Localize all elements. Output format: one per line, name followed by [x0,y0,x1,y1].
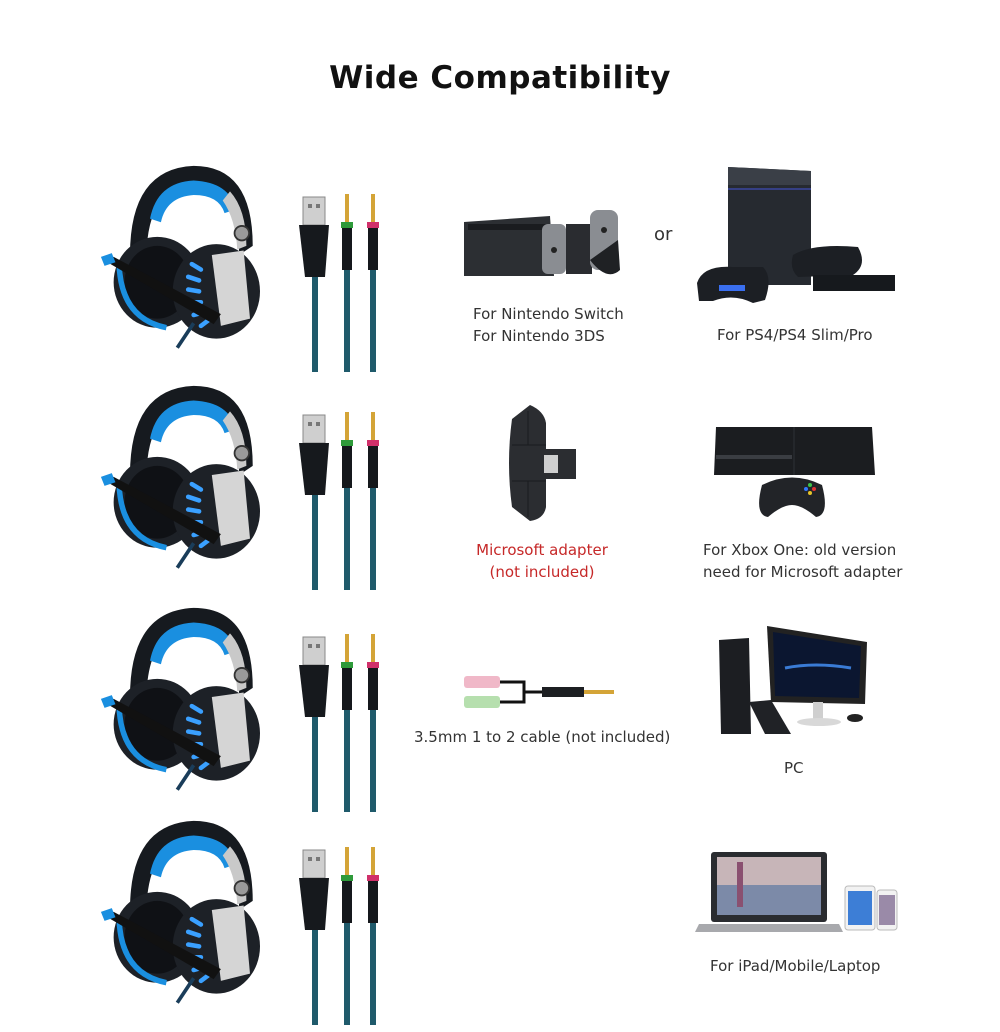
page-title: Wide Compatibility [329,60,671,96]
caption-line: For iPad/Mobile/Laptop [710,957,881,975]
splitter-cable-icon [464,676,614,708]
caption-line: PC [784,759,804,777]
usb-and-3.5mm-plugs-icon [298,846,380,1025]
laptop-tablet-phone-icon [695,852,898,932]
caption-line: For Nintendo 3DS [473,327,605,345]
gaming-headset-icon [85,375,275,575]
caption-line: For Xbox One: old version [703,541,897,559]
mobile-caption: For iPad/Mobile/Laptop [710,955,880,977]
adapter-caption: Microsoft adapter (not included) [462,539,622,583]
gaming-headset-icon [85,155,275,355]
ps4-console-icon [697,167,895,303]
xbox-one-console-icon [714,427,875,517]
xbox-stereo-adapter-icon [509,405,576,521]
caption-line: 3.5mm 1 to 2 cable (not included) [414,728,671,746]
gaming-headset-icon [85,597,275,797]
switch-caption: For Nintendo Switch For Nintendo 3DS [473,303,624,347]
usb-and-3.5mm-plugs-icon [298,633,380,812]
nintendo-switch-icon [464,210,620,276]
usb-and-3.5mm-plugs-icon [298,411,380,590]
or-connector: or [654,224,673,245]
caption-line: For PS4/PS4 Slim/Pro [717,326,873,344]
caption-line: (not included) [489,563,595,581]
gaming-headset-icon [85,810,275,1010]
caption-line: For Nintendo Switch [473,305,624,323]
pc-caption: PC [784,757,804,779]
caption-line: Microsoft adapter [476,541,608,559]
usb-and-3.5mm-plugs-icon [298,193,380,372]
splitter-caption: 3.5mm 1 to 2 cable (not included) [414,726,670,748]
xbox-caption: For Xbox One: old version need for Micro… [703,539,902,583]
desktop-pc-icon [719,626,867,734]
caption-line: need for Microsoft adapter [703,563,903,581]
ps4-caption: For PS4/PS4 Slim/Pro [717,324,873,346]
